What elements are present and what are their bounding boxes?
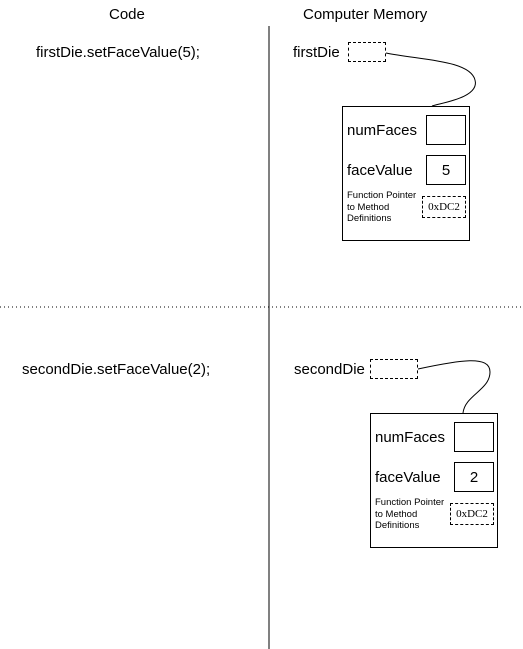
- reference-pointer-box: [370, 359, 418, 379]
- function-pointer-label-line: to Method: [347, 201, 390, 213]
- method-pointer-address: 0xDC2: [422, 196, 466, 218]
- field-value-numfaces: [454, 422, 494, 452]
- memory-column-header: Computer Memory: [303, 6, 428, 23]
- field-value-facevalue: 5: [426, 155, 466, 185]
- pointer-connector-2: [417, 360, 491, 414]
- field-value-facevalue: 2: [454, 462, 494, 492]
- variable-name: firstDie: [293, 44, 340, 61]
- function-pointer-label-line: Definitions: [375, 520, 420, 531]
- variable-name: secondDie: [294, 361, 365, 378]
- code-column-header: Code: [109, 6, 145, 23]
- field-value-numfaces: [426, 115, 466, 145]
- field-label-numfaces: numFaces: [375, 429, 446, 446]
- object-box: numFaces faceValue 2 Function Pointer to…: [370, 413, 498, 548]
- function-pointer-label-line: to Method: [375, 508, 418, 520]
- object-box: numFaces faceValue 5 Function Pointer to…: [342, 106, 470, 241]
- field-label-facevalue: faceValue: [375, 469, 441, 486]
- field-label-facevalue: faceValue: [347, 162, 413, 179]
- code-line: secondDie.setFaceValue(2);: [22, 361, 211, 378]
- method-pointer-address: 0xDC2: [450, 503, 494, 525]
- code-line: firstDie.setFaceValue(5);: [36, 44, 200, 61]
- field-label-numfaces: numFaces: [347, 122, 418, 139]
- function-pointer-label: Function Pointer to Method Definitions: [347, 190, 416, 225]
- reference-pointer-box: [348, 42, 386, 62]
- function-pointer-label-line: Definitions: [347, 213, 392, 224]
- function-pointer-label-line: Function Pointer: [375, 497, 445, 508]
- function-pointer-label-line: Function Pointer: [347, 190, 417, 201]
- pointer-connector-1: [385, 52, 476, 107]
- function-pointer-label: Function Pointer to Method Definitions: [375, 497, 444, 532]
